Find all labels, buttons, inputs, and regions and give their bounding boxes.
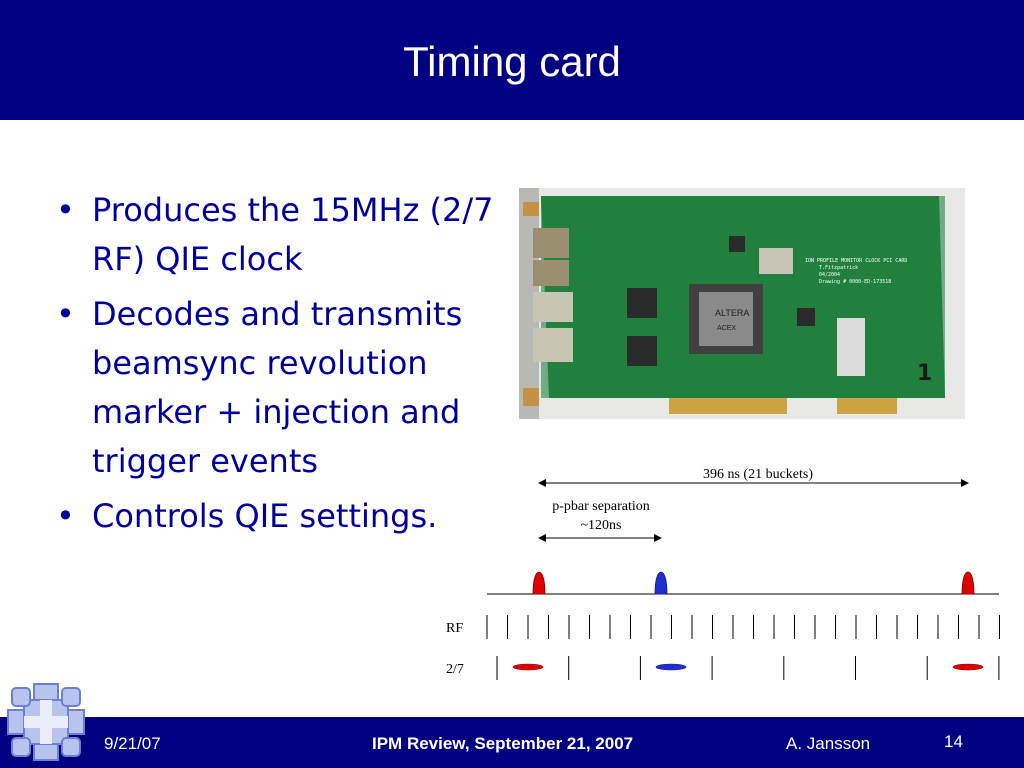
two-seven-ticks [496,656,1000,680]
silkscreen-line: Drawing # 0000-ED-173518 [819,279,891,285]
chip-brand-text: ALTERA [715,308,749,318]
proton-bunch [532,571,546,595]
bullet-item: • Decodes and transmits beamsync revoluti… [56,290,496,486]
separation-value: ~120ns [580,518,621,533]
bullet-text: Produces the 15MHz (2/7 RF) QIE clock [92,191,494,278]
silkscreen-line: ION PROFILE MONITOR CLOCK PCI CARD [805,258,907,264]
slide-number: 14 [944,732,963,751]
footer-bar [0,717,1024,768]
title-bar [0,0,1024,120]
rf-ticks [486,615,1000,639]
footer-date: 9/21/07 [104,734,161,753]
chip-label-text: ACEX [717,325,736,332]
proton-clock-marker [952,663,984,671]
slide-title: Timing card [403,38,621,85]
two-seven-label: 2/7 [446,662,464,677]
timing-card-photo: ALTERA ACEX ION PROFILE MONITOR CLOCK PC… [519,188,965,419]
pbar-clock-marker [655,663,687,671]
bullet-dot: • [56,191,75,229]
timing-diagram: 396 ns (21 buckets) p-pbar separation ~1… [446,467,1000,680]
footer-author: A. Jansson [786,734,871,753]
rf-label: RF [446,621,463,636]
bullet-dot: • [56,497,75,535]
silkscreen-line: 04/2004 [819,272,840,278]
bullet-item: • Produces the 15MHz (2/7 RF) QIE clock [56,186,496,284]
bullet-list: • Produces the 15MHz (2/7 RF) QIE clock •… [56,186,496,547]
bullet-text: Controls QIE settings. [92,497,438,535]
fermilab-logo [7,683,85,761]
bullet-dot: • [56,295,75,333]
footer-event: IPM Review, September 21, 2007 [372,734,634,753]
bullet-item: • Controls QIE settings. [56,492,496,541]
silkscreen-line: T.Fitzpatrick [819,265,858,271]
proton-clock-marker [512,663,544,671]
bullet-text: Decodes and transmits beamsync revolutio… [92,295,463,480]
proton-bunch [961,571,975,595]
handwritten-mark: 1 [917,361,932,386]
separation-label: p-pbar separation [552,499,650,514]
span-label: 396 ns (21 buckets) [703,467,813,482]
pbar-bunch [654,571,668,595]
